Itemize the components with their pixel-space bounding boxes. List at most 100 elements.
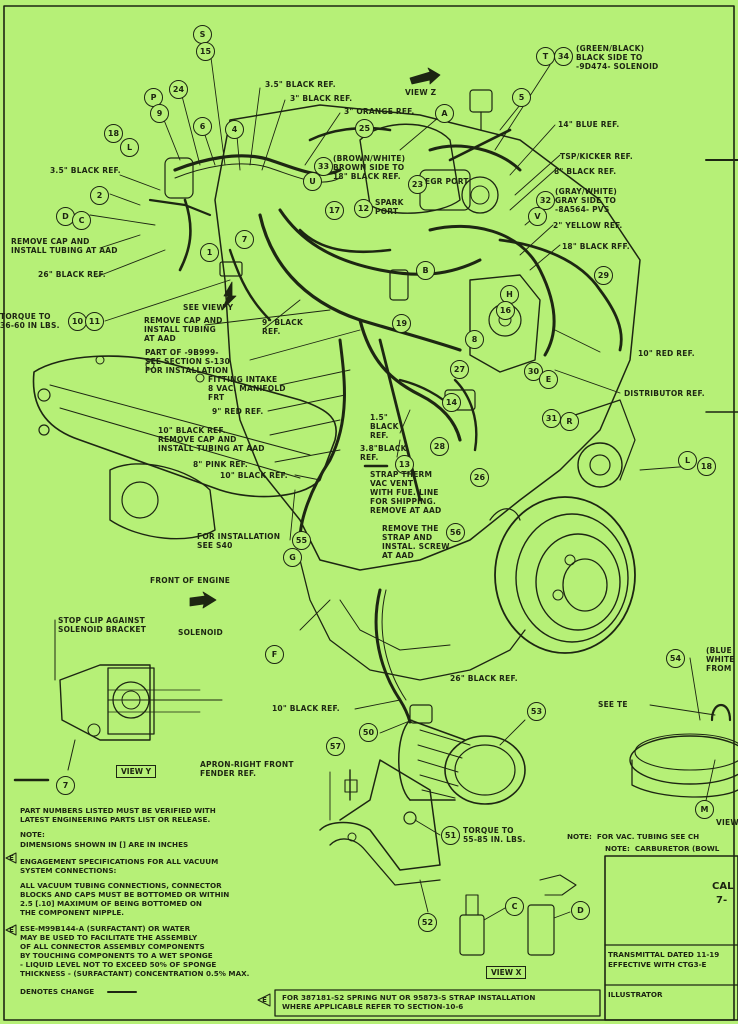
- callout-9: 9: [150, 104, 169, 123]
- callout-23: 23: [408, 175, 427, 194]
- callout-19: 19: [392, 314, 411, 333]
- callout-u: U: [303, 172, 322, 191]
- callout-5: 5: [512, 88, 531, 107]
- callout-r: R: [560, 412, 579, 431]
- callout-f: F: [265, 645, 284, 664]
- label-black-10-bottom: 10" BLACK REF.: [272, 704, 340, 713]
- callout-a: A: [435, 104, 454, 123]
- label-black-18: 18" BLACK RFF.: [562, 242, 630, 251]
- label-orange-3: 3" ORANGE REF.: [344, 107, 415, 116]
- label-yellow-2: 2" YELLOW REF.: [553, 221, 623, 230]
- label-black-15: 1.5" BLACK REF.: [370, 413, 399, 440]
- callout-55: 55: [292, 531, 311, 550]
- callout-57: 57: [326, 737, 345, 756]
- callout-c: C: [72, 211, 91, 230]
- label-black-10-a: 10" BLACK REF. REMOVE CAP AND INSTALL TU…: [158, 426, 265, 453]
- callout-4: 4: [225, 120, 244, 139]
- callout-18b: 18: [697, 457, 716, 476]
- callout-51: 51: [441, 826, 460, 845]
- note-carb: NOTE: CARBURETOR (BOWL: [605, 844, 720, 853]
- e-mark-3: E: [262, 996, 267, 1004]
- label-pink-8: 8" PINK REF.: [193, 460, 248, 469]
- callout-6: 6: [193, 117, 212, 136]
- callout-29: 29: [594, 266, 613, 285]
- label-black-35-top: 3.5" BLACK REF.: [265, 80, 336, 89]
- label-black-26-left: 26" BLACK REF.: [38, 270, 106, 279]
- label-red-10: 10" RED REF.: [638, 349, 695, 358]
- label-view-x: VIEW X: [486, 966, 527, 979]
- note-dimensions: DIMENSIONS SHOWN IN [] ARE IN INCHES: [20, 840, 189, 849]
- callout-27: 27: [450, 360, 469, 379]
- note-denotes-change: DENOTES CHANGE: [20, 987, 95, 996]
- callout-g: G: [283, 548, 302, 567]
- label-view-z: VIEW Z: [405, 88, 437, 97]
- callout-11: 11: [85, 312, 104, 331]
- callout-7: 7: [235, 230, 254, 249]
- callout-18a: 18: [104, 124, 123, 143]
- callout-c-viewx: C: [505, 897, 524, 916]
- label-front-of-engine: FRONT OF ENGINE: [150, 576, 231, 585]
- label-red-9: 9" RED REF.: [212, 407, 264, 416]
- callout-30: 30: [524, 362, 543, 381]
- label-remove-cap-1: REMOVE CAP AND INSTALL TUBING AT AAD: [11, 237, 118, 255]
- callout-24: 24: [169, 80, 188, 99]
- note-vac: NOTE: FOR VAC. TUBING SEE CH: [567, 832, 700, 841]
- callout-s: S: [193, 25, 212, 44]
- note-title: NOTE:: [20, 830, 45, 839]
- callout-14: 14: [442, 393, 461, 412]
- callout-16: 16: [496, 301, 515, 320]
- callout-28a: 28: [430, 437, 449, 456]
- title-cal-sub: 7-: [716, 895, 728, 906]
- callout-8: 8: [465, 330, 484, 349]
- callout-t: T: [536, 47, 555, 66]
- callout-25: 25: [355, 119, 374, 138]
- callout-26: 26: [470, 468, 489, 487]
- label-view-edge: VIEW: [716, 818, 738, 827]
- label-blue-white: (BLUE WHITE FROM: [706, 646, 735, 673]
- label-black-26-bottom: 26" BLACK REF.: [450, 674, 518, 683]
- label-brown-white: (BROWN/WHITE) BROWN SIDE TO 18" BLACK RE…: [333, 154, 406, 181]
- note-all-tubing: ALL VACUUM TUBING CONNECTIONS, CONNECTOR…: [20, 881, 230, 917]
- callout-d-viewx: D: [571, 901, 590, 920]
- callout-54: 54: [666, 649, 685, 668]
- label-tsp-kicker: TSP/KICKER REF.: [560, 152, 633, 161]
- callout-34: 34: [554, 47, 573, 66]
- label-blue-14: 14" BLUE REF.: [558, 120, 620, 129]
- note-strap: FOR 387181-S2 SPRING NUT OR 95873-S STRA…: [282, 993, 536, 1011]
- callout-17: 17: [325, 201, 344, 220]
- callout-v: V: [528, 207, 547, 226]
- callout-7b: 7: [56, 776, 75, 795]
- callout-52: 52: [418, 913, 437, 932]
- label-solenoid: SOLENOID: [178, 628, 223, 637]
- callout-32: 32: [536, 191, 555, 210]
- label-black-10-b: 10" BLACK REF.: [220, 471, 288, 480]
- label-spark-port: SPARK PORT: [375, 198, 404, 216]
- label-black-8: 8" BLACK REF.: [554, 167, 617, 176]
- label-for-installation: FOR INSTALLATION SEE S40: [197, 532, 281, 550]
- note-ese: ESE-M99B144-A (SURFACTANT) OR WATER MAY …: [20, 924, 250, 978]
- title-cal: CAL: [712, 881, 734, 892]
- label-black-38: 3.8"BLACK REF.: [360, 444, 407, 462]
- title-illustrator: ILLUSTRATOR: [608, 990, 663, 999]
- callout-33: 33: [314, 157, 333, 176]
- label-see-note: SEE TE: [598, 700, 628, 709]
- callout-15: 15: [196, 42, 215, 61]
- label-fitting-intake: FITTING INTAKE 8 VAC. MANIFOLD FRT: [208, 375, 286, 402]
- label-black-3-top: 3" BLACK REF.: [290, 94, 353, 103]
- label-distributor: DISTRIBUTOR REF.: [624, 389, 705, 398]
- callout-50: 50: [359, 723, 378, 742]
- title-transmittal: TRANSMITTAL DATED 11-19: [608, 950, 720, 959]
- note-part-numbers: PART NUMBERS LISTED MUST BE VERIFIED WIT…: [20, 806, 216, 824]
- label-remove-cap-2: REMOVE CAP AND INSTALL TUBING AT AAD: [144, 316, 223, 343]
- note-engagement: ENGAGEMENT SPECIFICATIONS FOR ALL VACUUM…: [20, 857, 219, 875]
- e-mark-2: E: [9, 926, 14, 934]
- label-strap-therm: STRAP THERM VAC VENT WITH FUE. LINE FOR …: [370, 470, 442, 515]
- label-black-35-left: 3.5" BLACK REF.: [50, 166, 121, 175]
- label-green-black: (GREEN/BLACK) BLACK SIDE TO -9D474- SOLE…: [576, 44, 659, 71]
- callout-m: M: [695, 800, 714, 819]
- callout-l2: L: [678, 451, 697, 470]
- callout-12: 12: [354, 199, 373, 218]
- label-torque-2: TORQUE TO 55-85 IN. LBS.: [463, 826, 526, 844]
